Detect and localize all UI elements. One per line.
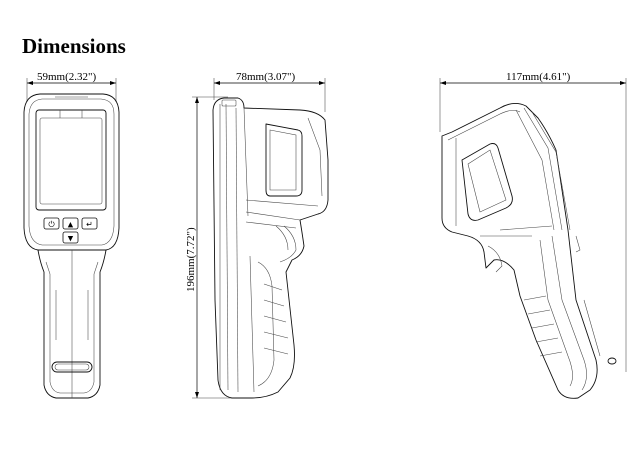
height-dimension-label: 196mm(7.72") <box>185 227 197 292</box>
angled-view: 117mm(4.61") <box>439 71 627 399</box>
length-dimension-label: 117mm(4.61") <box>506 71 571 83</box>
return-icon: ↵ <box>86 220 93 229</box>
up-arrow-icon: ▲ <box>68 221 74 229</box>
width-dimension-label: 59mm(2.32") <box>37 71 97 83</box>
up-button[interactable] <box>62 217 79 230</box>
back-button[interactable] <box>81 217 98 230</box>
side-view: 78mm(3.07") 196mm(7.72") <box>185 71 329 399</box>
power-icon: ⏻ <box>48 220 55 229</box>
down-arrow-icon: ▼ <box>68 235 74 243</box>
front-view: 59mm(2.32") ⏻ ▲ ↵ ▼ <box>23 71 120 399</box>
power-button[interactable] <box>43 217 60 230</box>
down-button[interactable] <box>62 231 79 244</box>
page-title: Dimensions <box>22 34 126 58</box>
depth-dimension-label: 78mm(3.07") <box>236 71 296 83</box>
